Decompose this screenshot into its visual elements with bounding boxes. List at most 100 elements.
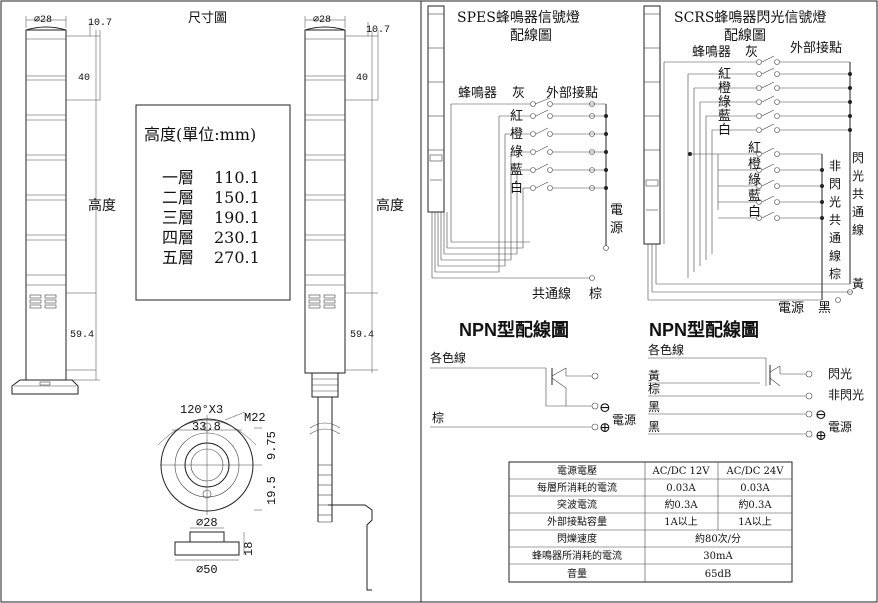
offset-top-label: 10.7 xyxy=(88,18,112,29)
spes-color-label: 白 xyxy=(510,180,523,196)
spec-cell: 0.03A xyxy=(666,483,696,494)
dia-top-label-right: ⌀28 xyxy=(313,15,331,26)
scrs-upper-color: 紅 xyxy=(718,67,731,82)
spes-color-label: 綠 xyxy=(510,145,523,160)
scrs-lower-color-labels: 紅 橙 綠 藍 白 xyxy=(748,141,761,220)
npn-right-power: 電源 xyxy=(828,420,852,434)
height-row-tier: 二層 xyxy=(162,188,194,207)
height-row-value: 230.1 xyxy=(214,228,260,247)
npn-right-brown: 棕 xyxy=(648,381,660,396)
npn-right xyxy=(648,357,813,438)
height-label-right: 高度 xyxy=(376,197,404,214)
spes-color-labels: 紅 橙 綠 藍 白 xyxy=(510,109,523,196)
scrs-lower-color: 白 xyxy=(748,204,761,220)
scrs-lower-color: 藍 xyxy=(748,189,761,204)
spes-buzzer-label: 蜂鳴器 xyxy=(458,86,497,101)
spec-cell: 30mA xyxy=(703,551,733,562)
spes-color-label: 藍 xyxy=(510,163,523,178)
base-view xyxy=(174,527,245,561)
dimension-title: 尺寸圖 xyxy=(188,11,227,26)
top-view-dim-a: 9.75 xyxy=(265,431,279,460)
height-row-tier: 一層 xyxy=(162,168,194,187)
nonflash-common-char: 線 xyxy=(829,248,841,263)
scrs-upper-color: 白 xyxy=(718,122,731,138)
height-row-value: 150.1 xyxy=(214,188,260,207)
scrs-lower-color: 橙 xyxy=(748,157,761,172)
nonflash-common-char: 非 xyxy=(829,159,841,173)
scrs-title-line2: 配線圖 xyxy=(724,28,766,44)
segment-height-label-right: 40 xyxy=(356,73,368,84)
npn-right-nonflash: 非閃光 xyxy=(828,388,864,402)
offset-top-label-right: 10.7 xyxy=(366,25,390,36)
height-row-tier: 五層 xyxy=(162,248,194,267)
spes-power-1: 電 xyxy=(610,203,623,218)
top-view-width: 33.8 xyxy=(192,420,221,434)
spec-cell: 蜂鳴器所消耗的電流 xyxy=(532,549,622,562)
npn-right-flash: 閃光 xyxy=(828,367,852,381)
spec-cell: 突波電流 xyxy=(557,498,597,511)
dimension-drawing: 尺寸圖 xyxy=(11,11,404,591)
spec-cell: 音量 xyxy=(567,567,587,580)
nonflash-common-char: 閃 xyxy=(829,177,841,191)
spes-color-label: 紅 xyxy=(510,109,523,124)
spec-table xyxy=(508,461,793,583)
scrs-flash-common-label: 閃 光 共 通 線 xyxy=(852,151,864,237)
height-table-box xyxy=(135,104,291,301)
spec-cell: 約80次/分 xyxy=(695,532,741,545)
base-dia-bottom: ⌀50 xyxy=(196,563,218,577)
nonflash-common-char: 通 xyxy=(829,231,841,245)
height-row-value: 110.1 xyxy=(214,168,260,187)
tower-right xyxy=(304,16,379,591)
spes-color-label: 橙 xyxy=(510,127,523,142)
npn-left-each-color: 各色線 xyxy=(430,350,466,365)
npn-left-power: 電源 xyxy=(612,413,636,427)
top-view-screw: M22 xyxy=(244,411,266,425)
scrs-lower-color: 綠 xyxy=(748,173,761,188)
tower-left xyxy=(11,16,101,395)
spec-cell: 1A以上 xyxy=(738,516,772,528)
height-table-title: 高度(單位:mm) xyxy=(144,125,256,144)
flash-common-char: 共 xyxy=(852,187,864,201)
nonflash-common-char: 棕 xyxy=(829,266,841,281)
height-row-value: 190.1 xyxy=(214,208,260,227)
scrs-lower-color: 紅 xyxy=(748,141,761,156)
bottom-dim-label-right: 59.4 xyxy=(350,330,374,341)
npn-right-minus: ⊖ xyxy=(815,407,827,423)
spes-common-label: 共通線 xyxy=(532,286,571,302)
scrs-upper-color-labels: 紅 橙 綠 藍 白 xyxy=(718,67,731,138)
spec-header: 電源電壓 xyxy=(557,464,597,477)
spes-wiring: SPES蜂鳴器信號燈 配線圖 xyxy=(427,5,609,281)
height-table-rows: 一層 110.1 二層 150.1 三層 190.1 四層 230.1 五層 2… xyxy=(162,168,260,267)
npn-left xyxy=(430,367,599,431)
spec-table-cells: 電源電壓 AC/DC 12V AC/DC 24V 每層所消耗的電流 0.03A … xyxy=(532,464,784,580)
scrs-external-label: 外部接點 xyxy=(790,40,842,56)
spec-header: AC/DC 24V xyxy=(725,466,784,477)
dia-top-label: ⌀28 xyxy=(34,15,52,26)
scrs-upper-color: 綠 xyxy=(718,95,731,110)
height-row-tier: 三層 xyxy=(162,208,194,227)
spec-cell: 1A以上 xyxy=(664,516,698,528)
spes-brown-label: 棕 xyxy=(589,287,602,302)
nonflash-common-char: 共 xyxy=(829,213,841,227)
spec-cell: 約0.3A xyxy=(664,498,698,511)
top-view xyxy=(157,411,262,515)
npn-right-black1: 黑 xyxy=(648,400,660,414)
bottom-dim-label: 59.4 xyxy=(70,330,94,341)
scrs-buzzer-label: 蜂鳴器 xyxy=(692,45,731,60)
npn-right-black2: 黑 xyxy=(648,420,660,434)
scrs-power-label: 電源 xyxy=(778,301,804,316)
spes-gray-label: 灰 xyxy=(512,86,525,101)
npn-left-title: NPN型配線圖 xyxy=(459,319,569,340)
scrs-wiring: SCRS蜂鳴器閃光信號燈 配線圖 xyxy=(643,5,853,303)
npn-left-brown: 棕 xyxy=(432,410,444,425)
spes-title-line1: SPES蜂鳴器信號燈 xyxy=(457,10,580,26)
spes-external-label: 外部接點 xyxy=(546,85,598,101)
npn-left-minus: ⊖ xyxy=(599,400,611,416)
npn-left-plus: ⊕ xyxy=(599,420,611,436)
scrs-upper-color: 藍 xyxy=(718,109,731,124)
flash-common-char: 通 xyxy=(852,205,864,219)
npn-right-yellow: 黃 xyxy=(648,369,660,383)
spec-header: AC/DC 12V xyxy=(651,466,710,477)
